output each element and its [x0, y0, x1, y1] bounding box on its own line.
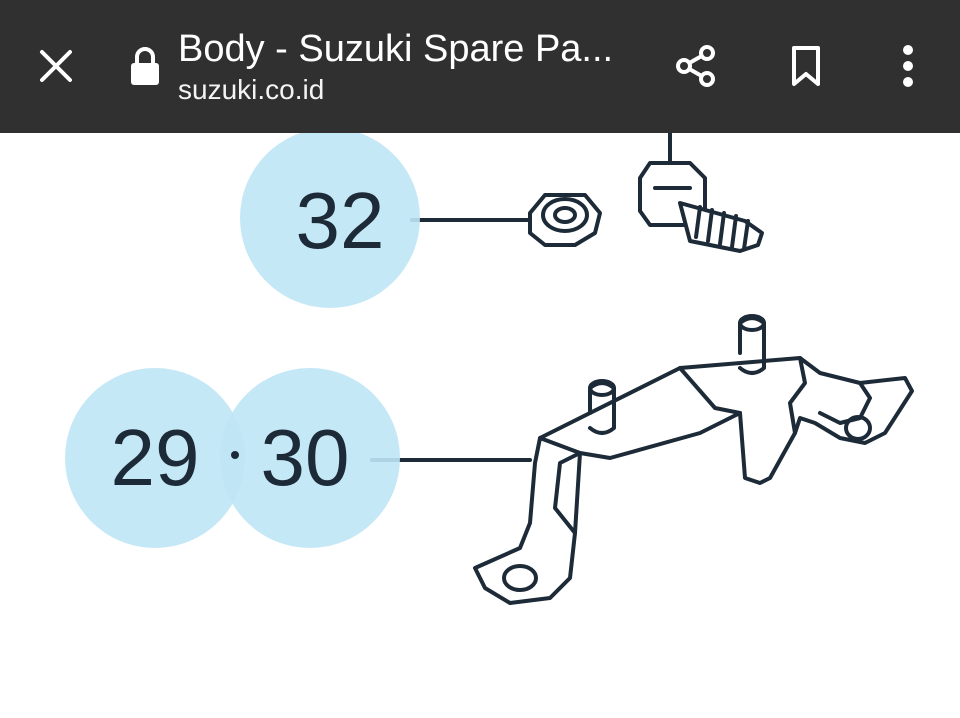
callout-29[interactable]: 29 — [111, 413, 200, 502]
callout-circle-30 — [220, 368, 400, 548]
callout-separator-dot — [231, 451, 239, 459]
close-icon — [40, 50, 72, 82]
share-button[interactable] — [660, 30, 732, 102]
lock-icon — [131, 47, 159, 85]
bookmark-button[interactable] — [770, 30, 842, 102]
browser-toolbar: Body - Suzuki Spare Pa... suzuki.co.id — [0, 0, 960, 133]
more-vert-icon — [903, 45, 913, 87]
callout-30[interactable]: 30 — [261, 413, 350, 502]
nut-part — [528, 193, 602, 247]
parts-diagram: 32 29 30 — [65, 133, 914, 605]
close-button[interactable] — [20, 30, 92, 102]
bolt-part — [638, 133, 764, 253]
more-options-button[interactable] — [872, 30, 944, 102]
page-info[interactable]: Body - Suzuki Spare Pa... suzuki.co.id — [178, 26, 648, 107]
share-icon — [676, 45, 715, 87]
bracket-part — [473, 314, 914, 605]
callout-circle-29 — [65, 368, 245, 548]
page-content: 32 29 30 — [0, 133, 960, 718]
page-url: suzuki.co.id — [178, 74, 325, 105]
callout-32[interactable]: 32 — [296, 176, 385, 265]
page-title: Body - Suzuki Spare Pa... — [178, 28, 614, 70]
bookmark-icon — [792, 46, 820, 86]
callout-circle-32 — [240, 133, 420, 308]
